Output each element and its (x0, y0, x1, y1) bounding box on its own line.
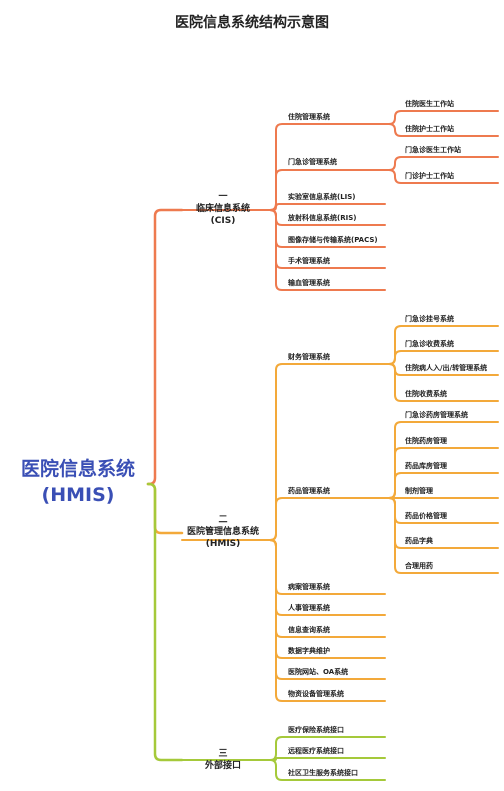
node-yp-sub-2[interactable]: 药品库房管理 (405, 462, 447, 470)
node-ss[interactable]: 手术管理系统 (288, 257, 330, 265)
connector-6 (264, 209, 386, 291)
connector-21 (384, 169, 499, 184)
node-xx[interactable]: 信息查询系统 (288, 626, 330, 634)
node-sj[interactable]: 数据字典维护 (288, 647, 330, 655)
connector-12 (264, 539, 386, 659)
branch-ext[interactable]: 三 外部接口 (180, 748, 266, 772)
node-pacs[interactable]: 图像存储与传输系统(PACS) (288, 236, 378, 244)
node-cw-sub-2[interactable]: 住院病人入/出/转管理系统 (405, 364, 488, 372)
connector-8 (264, 497, 386, 541)
node-sx[interactable]: 输血管理系统 (288, 279, 330, 287)
node-zy[interactable]: 住院管理系统 (288, 113, 330, 121)
branch-ext-num: 三 (218, 749, 228, 759)
connector-16 (264, 757, 386, 761)
node-cw-sub-1[interactable]: 门急诊收费系统 (405, 340, 454, 348)
branch-hmis-num: 二 (218, 515, 228, 525)
node-mz[interactable]: 门急诊管理系统 (288, 158, 337, 166)
root-abbr: (HMIS) (41, 484, 115, 506)
node-rs[interactable]: 人事管理系统 (288, 604, 330, 612)
branch-cis[interactable]: 一 临床信息系统 (CIS) (180, 191, 266, 227)
node-zy-sub-1[interactable]: 住院护士工作站 (405, 125, 454, 133)
root-to-ext (146, 482, 184, 762)
root-to-hmis (146, 482, 184, 535)
node-mz-sub-1[interactable]: 门诊护士工作站 (405, 172, 454, 180)
root-node[interactable]: 医院信息系统 (HMIS) (8, 456, 148, 508)
branch-hmis-name: 医院管理信息系统 (186, 527, 259, 537)
connector-17 (264, 759, 386, 781)
node-yp-sub-4[interactable]: 药品价格管理 (405, 512, 447, 520)
connector-32 (384, 497, 499, 574)
node-cw[interactable]: 财务管理系统 (288, 353, 330, 361)
node-lis[interactable]: 实验室信息系统(LIS) (288, 193, 356, 201)
page-title: 医院信息系统结构示意图 (175, 15, 329, 31)
connector-7 (264, 363, 386, 541)
connector-2 (264, 203, 386, 211)
root-to-cis (146, 208, 184, 486)
node-yp-sub-3[interactable]: 制剂管理 (405, 487, 433, 495)
node-yp-sub-0[interactable]: 门急诊药房管理系统 (405, 411, 468, 419)
branch-cis-name: 临床信息系统 (195, 204, 250, 214)
node-zy-sub-0[interactable]: 住院医生工作站 (405, 100, 454, 108)
branch-cis-abbr: (CIS) (210, 216, 236, 226)
node-yp-sub-5[interactable]: 药品字典 (405, 537, 433, 545)
node-wz[interactable]: 医院网站、OA系统 (288, 668, 349, 676)
node-yp-sub-6[interactable]: 合理用药 (405, 562, 433, 570)
connector-26 (384, 421, 499, 499)
branch-ext-name: 外部接口 (204, 761, 241, 771)
node-ba[interactable]: 病案管理系统 (288, 583, 330, 591)
node-yp-sub-1[interactable]: 住院药房管理 (405, 437, 447, 445)
node-cw-sub-0[interactable]: 门急诊挂号系统 (405, 315, 454, 323)
connector-19 (384, 123, 499, 137)
node-yp[interactable]: 药品管理系统 (288, 487, 330, 495)
root-label: 医院信息系统 (20, 458, 135, 480)
connector-20 (384, 156, 499, 171)
connector-18 (384, 110, 499, 125)
connector-23 (384, 350, 499, 365)
branch-hmis-abbr: (HMIS) (205, 539, 241, 549)
connector-14 (264, 539, 386, 702)
node-ext-0[interactable]: 医疗保险系统接口 (288, 726, 344, 734)
node-ext-2[interactable]: 社区卫生服务系统接口 (288, 769, 358, 777)
branch-hmis[interactable]: 二 医院管理信息系统 (HMIS) (180, 514, 266, 550)
node-ext-1[interactable]: 远程医疗系统接口 (288, 747, 344, 755)
branch-cis-num: 一 (218, 192, 228, 202)
node-ris[interactable]: 放射科信息系统(RIS) (288, 214, 357, 222)
node-wz2[interactable]: 物资设备管理系统 (288, 690, 344, 698)
connector-25 (384, 363, 499, 402)
node-cw-sub-3[interactable]: 住院收费系统 (405, 390, 447, 398)
connector-28 (384, 472, 499, 499)
node-mz-sub-0[interactable]: 门急诊医生工作站 (405, 146, 461, 154)
